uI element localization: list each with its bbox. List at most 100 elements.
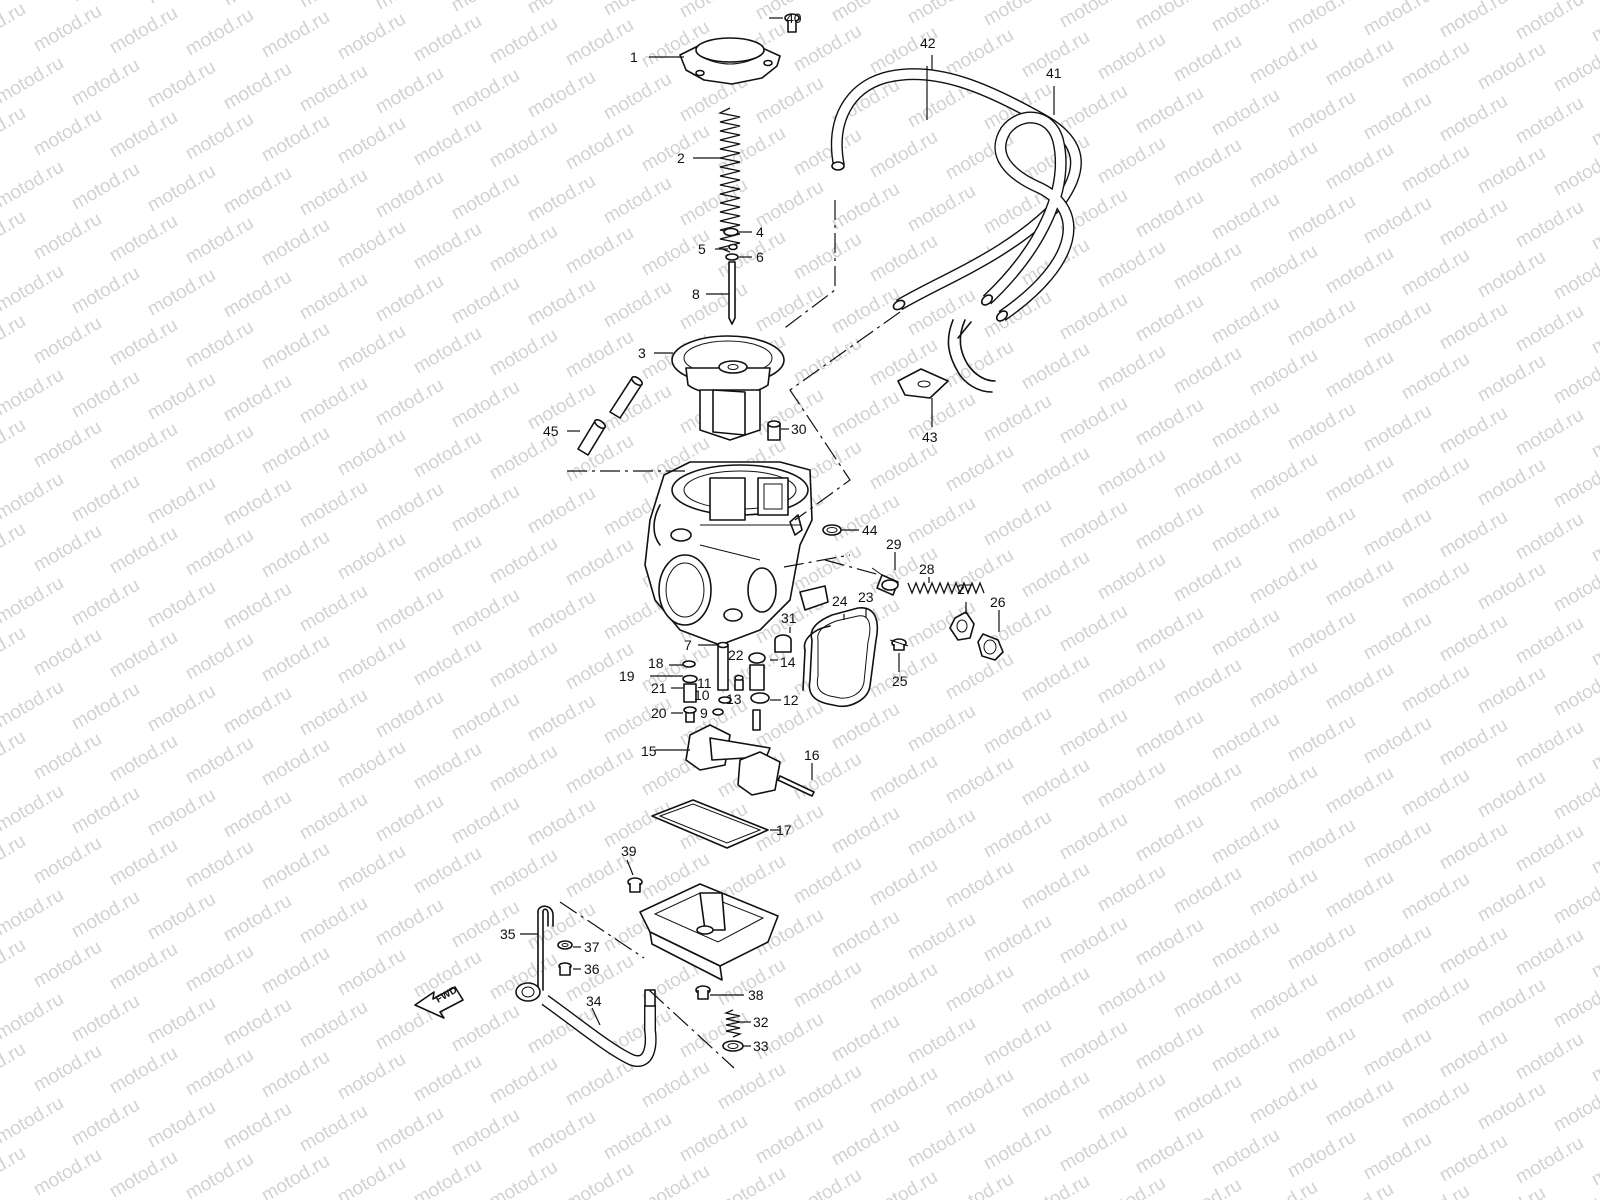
watermark-text: motod.ru (1360, 713, 1435, 769)
watermark-text: motod.ru (30, 313, 105, 369)
float-chamber-gasket-17 (651, 799, 769, 849)
watermark-text: motod.ru (220, 0, 295, 10)
watermark-text: motod.ru (334, 841, 409, 897)
callout-18: 18 (648, 655, 664, 671)
watermark-text: motod.ru (486, 845, 561, 901)
watermark-text: motod.ru (828, 699, 903, 755)
callout-40: 40 (786, 10, 802, 26)
watermark-text: motod.ru (1588, 511, 1600, 567)
watermark-text: motod.ru (182, 1045, 257, 1101)
jet-needle-8 (728, 261, 736, 325)
watermark-text: motod.ru (1550, 769, 1600, 825)
watermark-text: motod.ru (866, 1063, 941, 1119)
watermark-text: motod.ru (68, 575, 143, 631)
watermark-text: motod.ru (106, 523, 181, 579)
watermark-text: motod.ru (904, 181, 979, 237)
watermark-text: motod.ru (334, 113, 409, 169)
watermark-text: motod.ru (1512, 717, 1587, 773)
watermark-text: motod.ru (866, 127, 941, 183)
watermark-text: motod.ru (1550, 1081, 1600, 1137)
watermark-text: motod.ru (1512, 301, 1587, 357)
watermark-text: motod.ru (1132, 0, 1207, 34)
o-ring-33 (722, 1040, 744, 1052)
fwd-arrow-icon (414, 986, 464, 1019)
watermark-text: motod.ru (1056, 393, 1131, 449)
watermark-text: motod.ru (30, 937, 105, 993)
watermark-text: motod.ru (372, 375, 447, 431)
screw-38 (695, 985, 711, 1000)
watermark-text: motod.ru (1094, 341, 1169, 397)
watermark-text: motod.ru (1322, 867, 1397, 923)
watermark-text: motod.ru (1512, 613, 1587, 669)
watermark-text: motod.ru (1436, 1131, 1511, 1187)
watermark-text: motod.ru (676, 279, 751, 335)
watermark-text: motod.ru (1512, 1029, 1587, 1085)
callout-10: 10 (694, 687, 710, 703)
watermark-text: motod.ru (296, 0, 371, 12)
watermark-text: motod.ru (448, 689, 523, 745)
watermark-text: motod.ru (790, 21, 865, 77)
watermark-text: motod.ru (866, 959, 941, 1015)
callout-4: 4 (756, 224, 764, 240)
watermark-text: motod.ru (942, 753, 1017, 809)
watermark-text: motod.ru (1208, 0, 1283, 36)
float-pin-16 (777, 775, 815, 797)
watermark-text: motod.ru (1246, 657, 1321, 713)
watermark-text: motod.ru (562, 639, 637, 695)
watermark-text: motod.ru (0, 1143, 29, 1199)
watermark-text: motod.ru (1436, 403, 1511, 459)
watermark-text: motod.ru (1398, 245, 1473, 301)
watermark-text: motod.ru (372, 479, 447, 535)
watermark-text: motod.ru (1360, 505, 1435, 561)
watermark-text: motod.ru (1170, 1071, 1245, 1127)
watermark-text: motod.ru (790, 125, 865, 181)
watermark-text: motod.ru (296, 997, 371, 1053)
watermark-text: motod.ru (0, 623, 29, 679)
watermark-text: motod.ru (1322, 555, 1397, 611)
watermark-text: motod.ru (828, 803, 903, 859)
watermark-text: motod.ru (1322, 451, 1397, 507)
watermark-text: motod.ru (1588, 823, 1600, 879)
watermark-text: motod.ru (448, 897, 523, 953)
watermark-text: motod.ru (144, 1097, 219, 1153)
watermark-text: motod.ru (0, 53, 67, 109)
watermark-text: motod.ru (486, 1053, 561, 1109)
watermark-text: motod.ru (296, 893, 371, 949)
watermark-text: motod.ru (1322, 1179, 1397, 1200)
watermark-text: motod.ru (410, 635, 485, 691)
watermark-text: motod.ru (372, 271, 447, 327)
watermark-text: motod.ru (258, 1151, 333, 1200)
watermark-text: motod.ru (0, 469, 67, 525)
callout-6: 6 (756, 249, 764, 265)
watermark-text: motod.ru (220, 1099, 295, 1155)
watermark-text: motod.ru (0, 573, 67, 629)
watermark-text: motod.ru (1094, 757, 1169, 813)
watermark-text: motod.ru (486, 741, 561, 797)
watermark-text: motod.ru (1322, 1075, 1397, 1131)
watermark-text: motod.ru (1246, 969, 1321, 1025)
watermark-text: motod.ru (0, 989, 67, 1045)
watermark-text: motod.ru (220, 683, 295, 739)
watermark-text: motod.ru (524, 483, 599, 539)
callout-12: 12 (783, 692, 799, 708)
watermark-text: motod.ru (182, 837, 257, 893)
callout-35: 35 (500, 926, 516, 942)
watermark-text: motod.ru (1550, 457, 1600, 513)
watermark-text: motod.ru (106, 1043, 181, 1099)
watermark-text: motod.ru (1094, 1069, 1169, 1125)
watermark-text: motod.ru (1398, 661, 1473, 717)
watermark-text: motod.ru (0, 0, 29, 54)
watermark-text: motod.ru (1208, 917, 1283, 973)
watermark-text: motod.ru (904, 493, 979, 549)
watermark-text: motod.ru (486, 221, 561, 277)
callout-36: 36 (584, 961, 600, 977)
watermark-text: motod.ru (1208, 293, 1283, 349)
watermark-text: motod.ru (1208, 189, 1283, 245)
watermark-text: motod.ru (410, 531, 485, 587)
watermark-text: motod.ru (638, 1057, 713, 1113)
watermark-text: motod.ru (790, 229, 865, 285)
watermark-text: motod.ru (334, 633, 409, 689)
watermark-text: motod.ru (1284, 1023, 1359, 1079)
watermark-text: motod.ru (1056, 809, 1131, 865)
watermark-text: motod.ru (1322, 243, 1397, 299)
